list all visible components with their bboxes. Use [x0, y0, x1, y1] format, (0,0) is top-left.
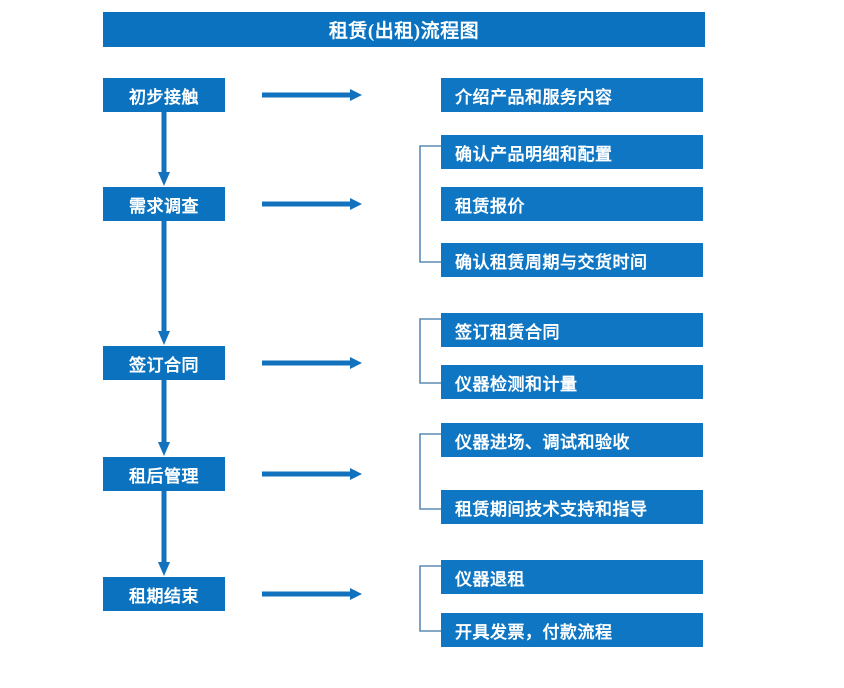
detail-box-3[interactable]: 租赁报价	[441, 187, 703, 221]
detail-box-5[interactable]: 签订租赁合同	[441, 313, 703, 347]
stage-box-5[interactable]: 租期结束	[103, 577, 225, 611]
horizontal-arrow-icon-5	[262, 587, 362, 601]
stage-box-2[interactable]: 需求调查	[103, 187, 225, 221]
stage-box-4[interactable]: 租后管理	[103, 457, 225, 491]
vertical-arrow-icon-4	[156, 491, 172, 577]
group-bracket-icon-3	[418, 318, 441, 384]
group-bracket-icon-5	[418, 565, 441, 632]
detail-box-1[interactable]: 介绍产品和服务内容	[441, 78, 703, 112]
group-bracket-icon-4	[418, 433, 441, 510]
horizontal-arrow-icon-1	[262, 88, 362, 102]
detail-box-4[interactable]: 确认租赁周期与交货时间	[441, 243, 703, 277]
vertical-arrow-icon-1	[156, 112, 172, 187]
group-bracket-icon-2	[418, 145, 441, 263]
detail-box-2[interactable]: 确认产品明细和配置	[441, 135, 703, 169]
horizontal-arrow-icon-3	[262, 356, 362, 370]
horizontal-arrow-icon-4	[262, 467, 362, 481]
detail-box-9[interactable]: 仪器退租	[441, 560, 703, 594]
detail-box-10[interactable]: 开具发票，付款流程	[441, 613, 703, 647]
detail-box-6[interactable]: 仪器检测和计量	[441, 365, 703, 399]
page-title: 租赁(出租)流程图	[103, 12, 705, 47]
detail-box-8[interactable]: 租赁期间技术支持和指导	[441, 490, 703, 524]
horizontal-arrow-icon-2	[262, 197, 362, 211]
detail-box-7[interactable]: 仪器进场、调试和验收	[441, 423, 703, 457]
vertical-arrow-icon-2	[156, 221, 172, 346]
vertical-arrow-icon-3	[156, 380, 172, 457]
stage-box-1[interactable]: 初步接触	[103, 78, 225, 112]
stage-box-3[interactable]: 签订合同	[103, 346, 225, 380]
